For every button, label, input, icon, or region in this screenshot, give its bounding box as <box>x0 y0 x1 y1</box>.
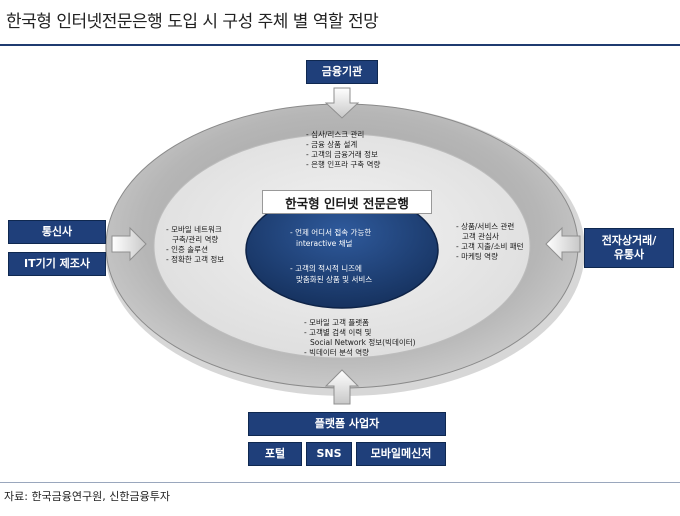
portal-label: 포털 <box>264 447 286 460</box>
right-role-1: - 상품/서비스 관련 <box>456 222 515 231</box>
center-point-2-line1: - 고객의 적시적 니즈에 <box>290 264 362 273</box>
right-role-notes: - 상품/서비스 관련 고객 관심사 - 고객 지출/소비 패턴 - 마케팅 역… <box>456 222 524 262</box>
arrow-up-bottom <box>324 369 360 405</box>
mobile-messenger-box: 모바일메신저 <box>356 442 446 466</box>
bottom-role-notes: - 모바일 고객 플랫폼 - 고객별 검색 이력 및 Social Networ… <box>304 318 416 358</box>
financial-institution-label: 금융기관 <box>321 65 363 78</box>
left-role-1: - 모바일 네트워크 <box>166 225 222 234</box>
sns-label: SNS <box>316 447 342 460</box>
right-role-4: - 마케팅 역량 <box>456 252 498 261</box>
bottom-role-1: - 모바일 고객 플랫폼 <box>304 318 370 327</box>
mobile-messenger-label: 모바일메신저 <box>370 447 432 460</box>
bottom-role-2: - 고객별 검색 이력 및 <box>304 328 372 337</box>
bottom-role-4: - 빅데이터 분석 역량 <box>304 348 370 357</box>
ecommerce-label-line2: 유통사 <box>613 248 645 261</box>
left-role-notes: - 모바일 네트워크 구축/관리 역량 - 인증 솔루션 - 정확한 고객 정보 <box>166 225 224 265</box>
it-manufacturer-label: IT기기 제조사 <box>23 257 91 270</box>
center-title: 한국형 인터넷 전문은행 <box>262 190 432 214</box>
ecommerce-box: 전자상거래/ 유통사 <box>584 228 674 268</box>
arrow-right-left <box>111 226 147 262</box>
center-point-2-line2: 맞춤화된 상품 및 서비스 <box>296 274 373 284</box>
center-point-1-line2: interactive 채널 <box>296 238 353 248</box>
bottom-role-3: Social Network 정보(빅데이터) <box>310 338 416 347</box>
it-manufacturer-box: IT기기 제조사 <box>8 252 106 276</box>
top-role-2: - 금융 상품 설계 <box>306 140 358 149</box>
ecommerce-label-line1: 전자상거래/ <box>601 234 657 247</box>
telecom-box: 통신사 <box>8 220 106 244</box>
right-role-3: - 고객 지출/소비 패턴 <box>456 242 524 251</box>
left-role-2: 구축/관리 역량 <box>172 235 219 244</box>
left-role-3: - 인증 솔루션 <box>166 245 208 254</box>
left-role-4: - 정확한 고객 정보 <box>166 255 225 264</box>
top-role-4: - 은행 인프라 구축 역량 <box>306 160 381 169</box>
platform-box: 플랫폼 사업자 <box>248 412 446 436</box>
source-divider <box>0 482 680 483</box>
center-point-1-line1: - 언제 어디서 접속 가능한 <box>290 228 372 237</box>
financial-institution-box: 금융기관 <box>306 60 378 84</box>
center-point-2: - 고객의 적시적 니즈에 맞춤화된 상품 및 서비스 <box>290 264 372 285</box>
top-role-notes: - 심사/리스크 관리 - 금융 상품 설계 - 고객의 금융거래 정보 - 은… <box>306 130 380 170</box>
arrow-down-top <box>324 87 360 119</box>
center-point-1: - 언제 어디서 접속 가능한 interactive 채널 <box>290 228 371 249</box>
telecom-label: 통신사 <box>41 225 73 238</box>
platform-label: 플랫폼 사업자 <box>314 417 380 430</box>
portal-box: 포털 <box>248 442 302 466</box>
title-divider <box>0 44 680 46</box>
sns-box: SNS <box>306 442 352 466</box>
arrow-left-right <box>545 226 581 262</box>
right-role-2: 고객 관심사 <box>462 232 499 241</box>
top-role-3: - 고객의 금융거래 정보 <box>306 150 378 159</box>
page-title: 한국형 인터넷전문은행 도입 시 구성 주체 별 역할 전망 <box>6 12 379 32</box>
source-note: 자료: 한국금융연구원, 신한금융투자 <box>4 490 170 503</box>
top-role-1: - 심사/리스크 관리 <box>306 130 365 139</box>
